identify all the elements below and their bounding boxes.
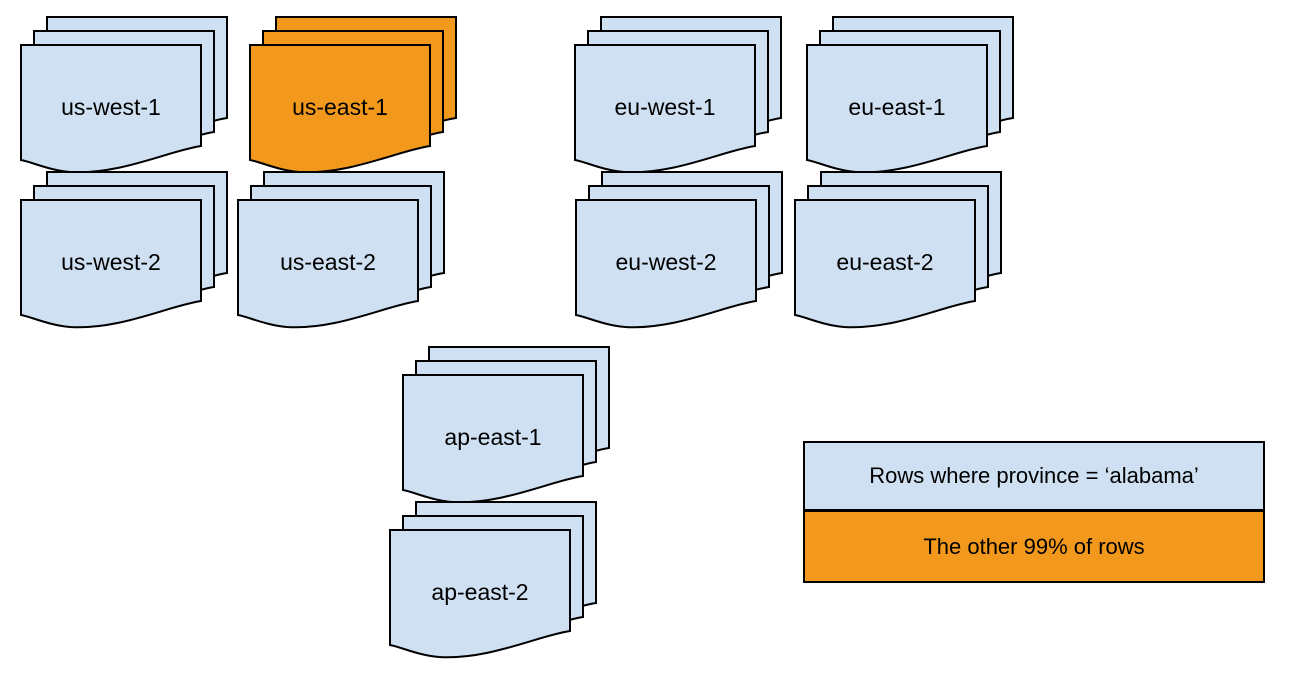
- region-stack-eu-east-2: eu-east-2: [794, 171, 1002, 329]
- document-sheet-front: [575, 199, 757, 329]
- region-stack-us-west-1: us-west-1: [20, 16, 228, 174]
- region-stack-us-east-1: us-east-1: [249, 16, 457, 174]
- legend-item-label: The other 99% of rows: [923, 533, 1145, 559]
- region-label: us-east-2: [280, 249, 376, 275]
- region-label: eu-east-2: [836, 249, 934, 275]
- region-stack-ap-east-1: ap-east-1: [402, 346, 610, 504]
- region-label: ap-east-2: [431, 579, 529, 605]
- legend-item-other-rows: The other 99% of rows: [805, 512, 1263, 581]
- region-label: ap-east-1: [444, 424, 542, 450]
- region-stack-eu-east-1: eu-east-1: [806, 16, 1014, 174]
- region-stack-eu-west-2: eu-west-2: [575, 171, 783, 329]
- region-label: eu-east-1: [848, 94, 946, 120]
- region-stack-us-east-2: us-east-2: [237, 171, 445, 329]
- document-sheet-front: [20, 199, 202, 329]
- region-label: eu-west-1: [614, 94, 716, 120]
- legend: Rows where province = ‘alabama’ The othe…: [803, 441, 1265, 583]
- document-sheet-front: [389, 529, 571, 659]
- region-stack-ap-east-2: ap-east-2: [389, 501, 597, 659]
- region-label: us-west-1: [61, 94, 161, 120]
- region-label: us-east-1: [292, 94, 388, 120]
- region-stack-eu-west-1: eu-west-1: [574, 16, 782, 174]
- legend-item-label: Rows where province = ‘alabama’: [869, 463, 1199, 488]
- legend-item-alabama-rows: Rows where province = ‘alabama’: [805, 443, 1263, 512]
- document-sheet-front: [794, 199, 976, 329]
- region-label: us-west-2: [61, 249, 161, 275]
- region-label: eu-west-2: [615, 249, 717, 275]
- document-sheet-front: [237, 199, 419, 329]
- region-stack-us-west-2: us-west-2: [20, 171, 228, 329]
